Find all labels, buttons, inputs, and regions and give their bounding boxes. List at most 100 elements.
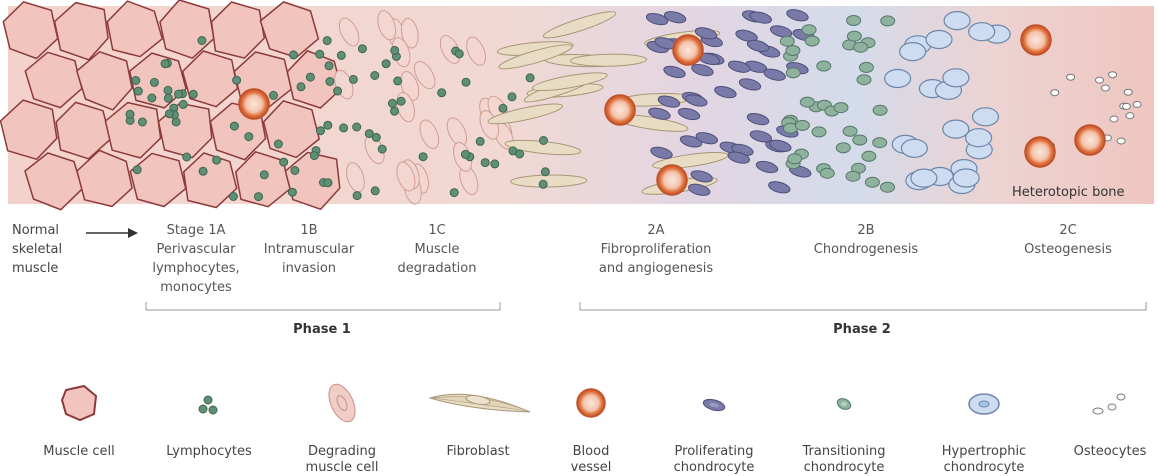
lymphocyte	[378, 145, 386, 153]
lymphocyte	[388, 99, 396, 107]
lymphocyte	[371, 72, 379, 80]
lymphocyte	[189, 90, 197, 98]
svg-text:chondrocyte: chondrocyte	[804, 460, 885, 475]
osteocyte	[1133, 101, 1141, 107]
transitioning-chondrocyte	[820, 168, 834, 178]
lymphocyte	[126, 110, 134, 118]
fibroblast-icon	[430, 394, 530, 412]
transitioning-chondrocyte	[857, 75, 871, 85]
lymphocyte	[526, 74, 534, 82]
lymphocyte	[198, 37, 206, 45]
svg-text:degradation: degradation	[398, 261, 477, 276]
transitioning-chondrocyte	[843, 126, 857, 136]
phase-1-bracket: Phase 1	[146, 302, 500, 337]
svg-text:2B: 2B	[857, 223, 874, 238]
legend-lymphocytes: Lymphocytes	[166, 396, 252, 459]
lymphocyte	[391, 107, 399, 115]
lymphocyte	[382, 60, 390, 68]
lymphocyte	[306, 73, 314, 81]
lymphocyte	[310, 152, 318, 160]
transitioning-chondrocyte	[873, 138, 887, 148]
svg-text:lymphocytes,: lymphocytes,	[152, 261, 239, 276]
legend-osteocytes: Osteocytes	[1074, 394, 1147, 459]
lymphocyte	[516, 150, 524, 158]
hypertrophic-chondrocyte	[973, 108, 999, 126]
lymphocyte	[291, 167, 299, 175]
transitioning-chondrocyte	[847, 16, 861, 26]
lymphocyte	[164, 86, 172, 94]
svg-text:Osteocytes: Osteocytes	[1074, 444, 1147, 459]
lymphocyte	[323, 37, 331, 45]
hypertrophic-chondrocyte	[900, 43, 926, 61]
lymphocyte	[334, 87, 342, 95]
lymphocyte	[148, 94, 156, 102]
lymphocyte	[353, 123, 361, 131]
osteocyte	[1101, 85, 1109, 91]
transitioning-chondrocyte	[812, 127, 826, 137]
svg-text:invasion: invasion	[282, 261, 336, 276]
lymphocyte	[134, 87, 142, 95]
lymphocyte	[183, 153, 191, 161]
lymphocyte	[199, 167, 207, 175]
lymphocyte	[133, 166, 141, 174]
lymphocyte	[358, 45, 366, 53]
progression-arrow	[86, 228, 138, 238]
svg-text:Phase 2: Phase 2	[833, 322, 891, 337]
stage-label-1A: Stage 1A Perivascular lymphocytes, monoc…	[152, 223, 239, 295]
transitioning-chondrocyte	[853, 135, 867, 145]
svg-text:Muscle cell: Muscle cell	[43, 444, 115, 459]
lymphocyte	[461, 150, 469, 158]
svg-text:vessel: vessel	[571, 460, 612, 475]
svg-text:Fibroproliferation: Fibroproliferation	[601, 242, 712, 257]
lymphocyte	[317, 127, 325, 135]
lymphocyte	[391, 46, 399, 54]
svg-text:Hypertrophic: Hypertrophic	[942, 444, 1026, 459]
lymphocyte	[499, 104, 507, 112]
svg-text:Muscle: Muscle	[415, 242, 460, 257]
svg-text:monocytes: monocytes	[160, 280, 232, 295]
transitioning-chondrocyte	[847, 31, 861, 41]
lymphocyte	[288, 188, 296, 196]
blood-vessel	[605, 95, 635, 125]
lymphocyte	[340, 124, 348, 132]
transitioning-chondrocyte	[873, 105, 887, 115]
lymphocyte	[481, 159, 489, 167]
lymphocyte	[260, 171, 268, 179]
svg-text:Osteogenesis: Osteogenesis	[1024, 242, 1112, 257]
svg-text:muscle cell: muscle cell	[306, 460, 379, 475]
legend-proliferating-chondrocyte: Proliferating chondrocyte	[674, 397, 755, 475]
transitioning-chondrocyte	[800, 97, 814, 107]
lymphocyte	[165, 110, 173, 118]
lymphocyte	[230, 122, 238, 130]
svg-text:Fibroblast: Fibroblast	[446, 444, 509, 459]
osteocyte	[1051, 90, 1059, 96]
svg-text:1C: 1C	[428, 223, 445, 238]
lymphocyte	[397, 97, 405, 105]
hypertrophic-chondrocyte	[969, 23, 995, 41]
legend-fibroblast: Fibroblast	[430, 394, 530, 459]
lymphocyte	[245, 133, 253, 141]
svg-text:Normal: Normal	[12, 223, 59, 238]
osteocytes-icon	[1093, 394, 1125, 414]
lymphocytes-icon	[199, 396, 217, 414]
transitioning-chondrocyte	[854, 42, 868, 52]
lymphocyte	[290, 51, 298, 59]
transitioning-chondrocyte	[834, 103, 848, 113]
lymphocyte	[419, 153, 427, 161]
hypertrophic-chondrocyte	[901, 139, 927, 157]
lymphocyte	[280, 158, 288, 166]
hypertrophic-chondrocyte	[944, 12, 970, 30]
osteocyte	[1126, 113, 1134, 119]
transitioning-chondrocyte	[786, 68, 800, 78]
lymphocyte	[337, 51, 345, 59]
stage-label-1B: 1B Intramuscular invasion	[264, 223, 355, 276]
transitioning-chondrocyte	[802, 25, 816, 35]
lymphocyte	[326, 78, 334, 86]
svg-text:Perivascular: Perivascular	[156, 242, 236, 257]
blood-vessel	[1075, 125, 1105, 155]
lymphocyte	[324, 179, 332, 187]
phase-2-bracket: Phase 2	[580, 302, 1146, 337]
lymphocyte	[540, 137, 548, 145]
osteocyte	[1123, 103, 1131, 109]
